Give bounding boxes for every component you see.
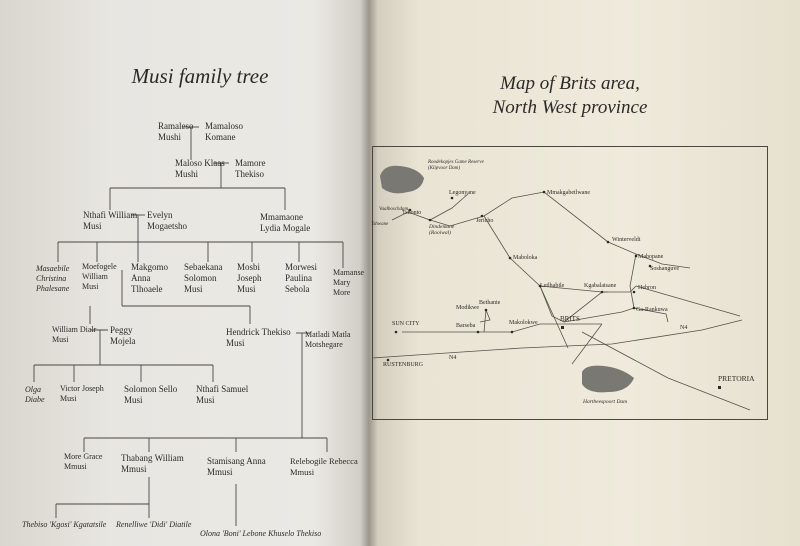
map-label-sun-city: SUN CITY — [392, 321, 420, 327]
person-evelyn-mogaetsho: Evelyn Mogaetsho — [147, 210, 187, 231]
map-frame — [372, 146, 768, 420]
family-tree-title: Musi family tree — [131, 64, 269, 88]
map-label-hebron: Hebron — [638, 285, 656, 291]
person-stamisang-anna-mmusi: Stamisang Anna Mmusi — [207, 456, 266, 477]
person-matladi-matla-motshegare: Matladi Matla Motshegare — [305, 330, 351, 349]
map-label-maboloka: Maboloka — [513, 255, 538, 261]
map-title: Map of Brits area, North West province — [492, 73, 648, 118]
map-label-hartbeespoort-dam: Hartbeespoort Dam — [583, 399, 628, 405]
map-label-vaalboschdam: Vaalboschdam — [379, 207, 409, 212]
person-nthafi-samuel-musi: Nthafi Samuel Musi — [196, 384, 249, 405]
person-masaebile-christina-phalesane: Masaebile Christina Phalesane — [36, 264, 70, 293]
person-more-grace-mmusi: More Grace Mmusi — [64, 452, 103, 471]
person-thabang-william-mmusi: Thabang William Mmusi — [121, 453, 184, 474]
map-label-bapong: Barseba — [456, 323, 476, 329]
person-william-dialr-musi: William Dialr Musi — [52, 325, 97, 344]
person-solomon-sello-musi: Solomon Sello Musi — [124, 384, 178, 405]
map-label-n4-east: N4 — [680, 325, 688, 331]
map-label-kgabalatsane: Kgabalatsane — [584, 283, 617, 289]
map-label-roodekopjes-dam: Roodekopjes Game Reserve (Klipvoor Dam) — [428, 160, 484, 171]
map-label-letlhabile: Letlhabile — [540, 283, 565, 289]
map-roads — [372, 165, 751, 411]
person-olona-boni-lebone-khuselo-thekiso: Olona 'Boni' Lebone Khuselo Thekiso — [200, 529, 322, 538]
person-makgomo-anna-tlhoaele: Makgomo Anna Tlhoaele — [131, 262, 168, 294]
book-gutter — [360, 0, 378, 546]
person-moefogele-william-musi: Moefogele William Musi — [82, 262, 117, 291]
person-relebogile-rebecca-mmusi: Relebogile Rebecca Mmusi — [290, 456, 358, 477]
person-ramaleso-mushi: Ramaleso Mushi — [158, 121, 194, 142]
person-sebaekana-solomon-musi: Sebaekana Solomon Musi — [184, 262, 223, 294]
person-mosbi-joseph-musi: Mosbi Joseph Musi — [237, 262, 262, 294]
person-victor-joseph-musi: Victor Joseph Musi — [60, 384, 104, 403]
person-hendrick-thekiso-musi: Hendrick Thekiso Musi — [226, 327, 291, 348]
map-label-winterveldt: Winterveldt — [612, 237, 641, 243]
person-peggy-mojela: Peggy Mojela — [110, 325, 136, 346]
map-label-pretoria: PRETORIA — [718, 374, 755, 383]
hartbeespoort-dam-shape — [582, 365, 634, 393]
person-nthafi-william-musi: Nthafi William Musi — [83, 210, 138, 231]
person-thebiso-kgosi-kgatatsile: Thebiso 'Kgosi' Kgatatsile — [22, 520, 107, 529]
person-maloso-klaas-mushi: Maloso Klaas Mushi — [175, 158, 225, 179]
map-label-makolokwe: Makolokwe — [509, 320, 538, 326]
map-label-rustenburg: RUSTENBURG — [383, 362, 424, 368]
map-label-tshwane: Tshwane — [371, 222, 389, 227]
map-label-mabopane: Mabopane — [638, 254, 664, 260]
map-label-modikwe: Modikwe — [456, 305, 479, 311]
map-label-jericho: Jericho — [476, 218, 494, 224]
map-label-tshonto: Tshonto — [402, 210, 422, 216]
person-mmamaone-lydia-mogale: Mmamaone Lydia Mogale — [260, 212, 311, 233]
person-olga-diabe: Olga Diabe — [25, 385, 45, 404]
map-label-bethanie: Bethanie — [479, 300, 501, 306]
left-page — [0, 0, 368, 546]
person-morwesi-paulina-sebola: Morwesi Paulina Sebola — [285, 262, 317, 294]
map-label-legonyane: Legonyane — [449, 190, 476, 196]
map-label-brits: BRITS — [560, 315, 580, 323]
map-label-ga-rankuwa: Ga-Rankuwa — [636, 307, 668, 313]
person-renelliwe-didi-diatile: Renelliwe 'Didi' Diatile — [116, 520, 192, 529]
map-label-n4-west: N4 — [449, 355, 457, 361]
family-tree-connectors — [33, 126, 344, 526]
map-label-dindemane: Dindemane (Rooiwal) — [429, 224, 455, 236]
map-label-soshanguve: Soshanguve — [650, 266, 679, 272]
roodekopjes-dam-shape — [380, 165, 424, 194]
right-page — [368, 0, 800, 546]
person-mamaloso-komane: Mamaloso Komane — [205, 121, 243, 142]
person-mamore-thekiso: Mamore Thekiso — [235, 158, 266, 179]
map-label-mmakgabetlwane: Mmakgabetlwane — [547, 190, 590, 196]
person-mamanse-mary-more: Mamanse Mary More — [333, 268, 365, 297]
